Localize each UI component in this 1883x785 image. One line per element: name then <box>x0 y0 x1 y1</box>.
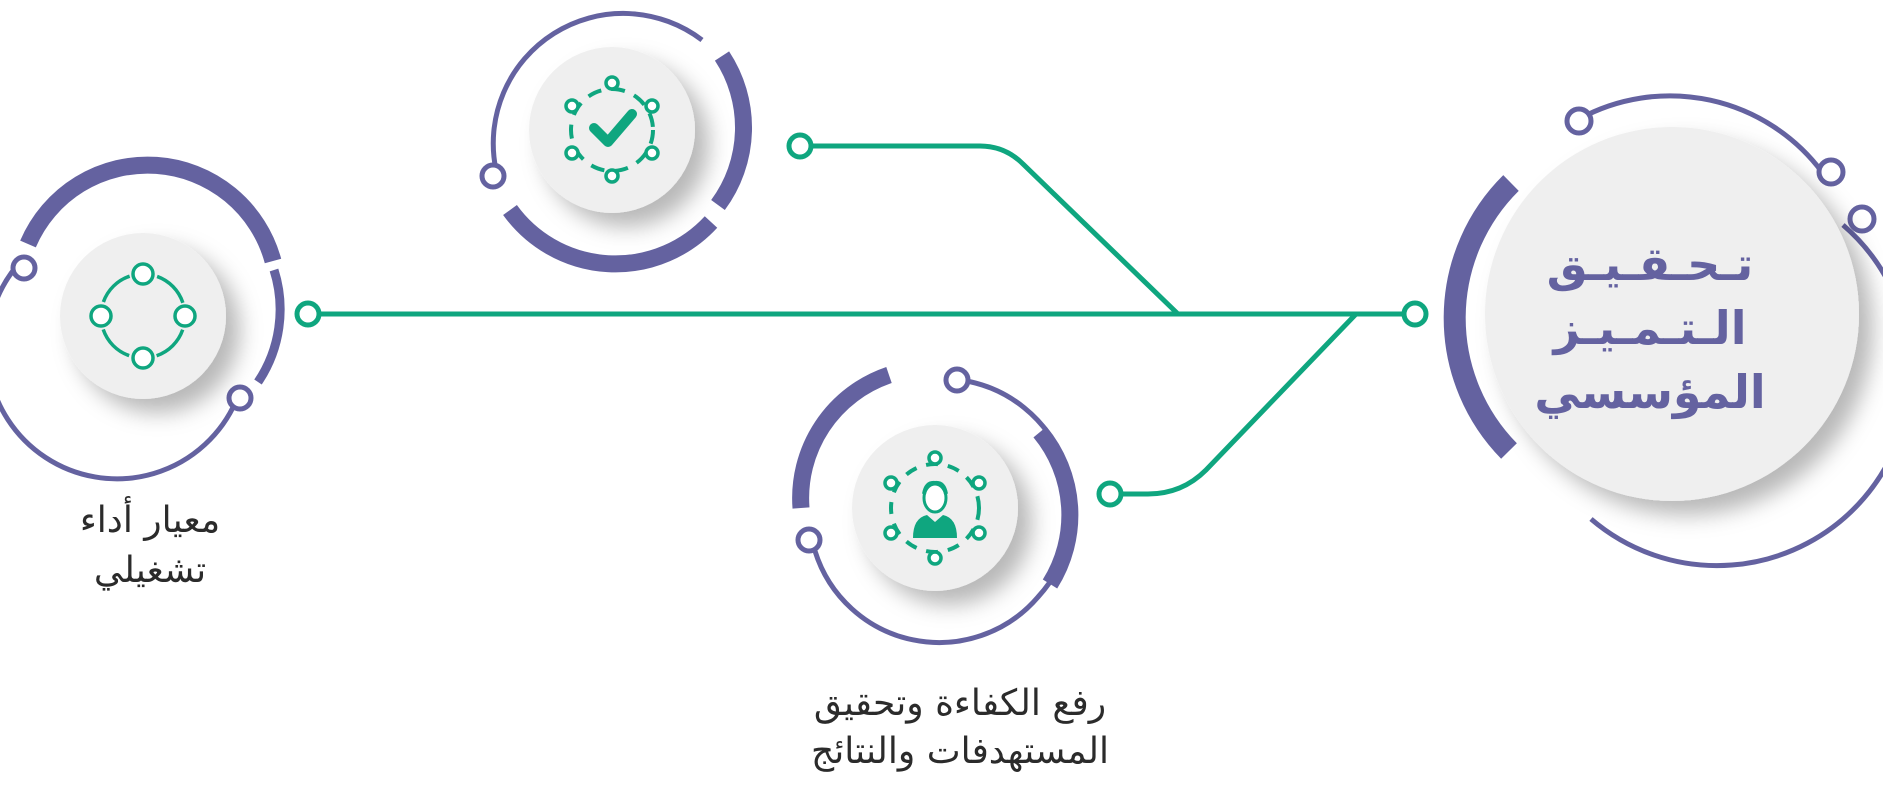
connector-verification <box>800 143 1180 316</box>
user-network-icon <box>883 450 987 566</box>
endpoint-verification <box>786 132 814 160</box>
checkmark <box>589 109 637 147</box>
thick-arc-right <box>711 51 753 211</box>
ring-endpoint-left <box>795 526 823 554</box>
node-verification <box>479 10 753 273</box>
ring-endpoint-right <box>226 384 254 412</box>
check-circle-icon <box>564 75 660 184</box>
outer-ring <box>812 377 1075 646</box>
ring-endpoint <box>479 162 507 190</box>
person-glyph <box>913 515 957 538</box>
label-efficiency-line-1: رفع الكفاءة وتحقيق <box>813 683 1107 724</box>
node-disc <box>60 233 226 399</box>
outer-ring-top <box>1577 93 1825 174</box>
endpoint-main <box>1401 300 1429 328</box>
label-efficiency-line-2: المستهدفات والنتائج <box>810 731 1110 772</box>
node-operational <box>0 156 285 482</box>
main-title-line-1: تـحـقـيـق <box>1546 237 1754 291</box>
main-title-line-2: الـتـمـيـز <box>1553 301 1747 355</box>
ring-endpoint-a <box>1564 106 1594 136</box>
thick-arc-left <box>1443 175 1519 459</box>
label-operational: معيار أداء تشغيلي <box>30 496 270 596</box>
label-operational-line-1: معيار أداء <box>79 500 221 541</box>
thick-arc-bottom <box>503 204 718 273</box>
connectors <box>308 143 1413 497</box>
main-title: تـحـقـيـق الـتـمـيـز المؤسسي <box>1500 232 1800 424</box>
label-operational-line-2: تشغيلي <box>93 550 207 591</box>
ring-nodes-icon <box>89 262 197 370</box>
endpoint-efficiency <box>1096 480 1124 508</box>
ring-endpoint-top <box>943 366 971 394</box>
outer-ring <box>0 258 239 482</box>
thick-arc-top <box>20 156 282 264</box>
outer-ring-right <box>1589 223 1883 569</box>
main-title-line-3: المؤسسي <box>1534 365 1766 419</box>
connector-efficiency <box>1110 312 1358 497</box>
connector-endpoints <box>294 132 1429 508</box>
thick-arc-right <box>1033 426 1079 589</box>
ring-endpoint-b <box>1816 157 1846 187</box>
node-efficiency <box>792 366 1079 646</box>
outer-ring <box>490 10 704 171</box>
thick-arc-left <box>792 366 892 509</box>
main-disc <box>1485 127 1859 501</box>
ring-endpoint-left <box>10 254 38 282</box>
thick-arc-right <box>254 268 285 385</box>
ring-endpoint-c <box>1847 204 1877 234</box>
label-efficiency: رفع الكفاءة وتحقيق المستهدفات والنتائج <box>700 680 1220 776</box>
node-main <box>1443 93 1883 569</box>
endpoint-operational <box>294 300 322 328</box>
